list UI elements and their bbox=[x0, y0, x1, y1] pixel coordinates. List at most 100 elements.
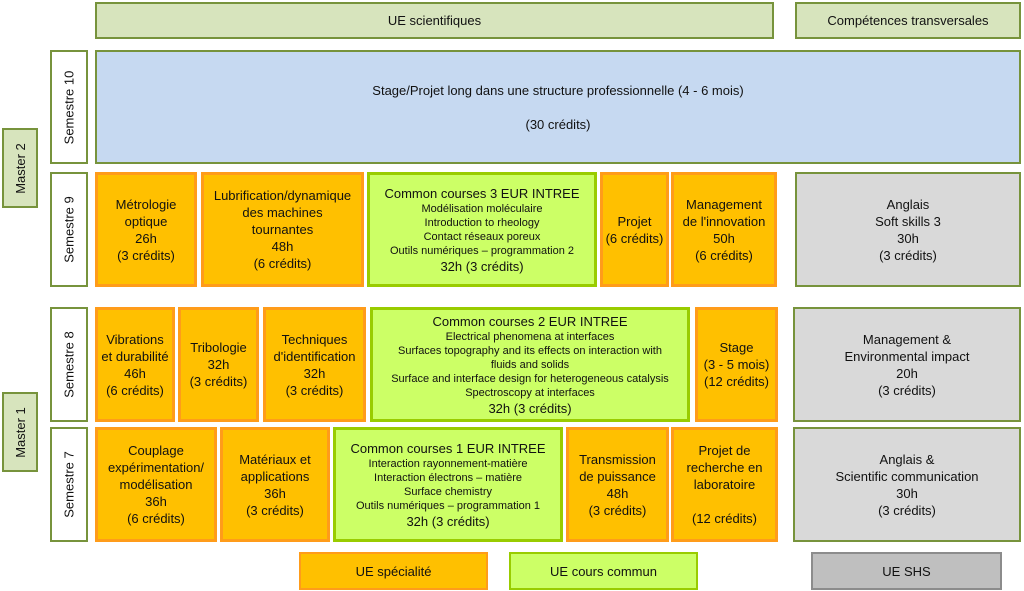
semester-text: Semestre 9 bbox=[61, 196, 77, 263]
legend-label: UE SHS bbox=[882, 563, 931, 579]
legend-ue-cours-commun: UE cours commun bbox=[509, 552, 698, 590]
course-text-line: 48h bbox=[271, 239, 294, 254]
course-text-line: applications bbox=[240, 468, 310, 484]
common-course-title: Common courses 2 EUR INTREE bbox=[432, 313, 628, 329]
course-text-line: Projet bbox=[617, 213, 652, 229]
header-competences-transversales: Compétences transversales bbox=[795, 2, 1021, 39]
course-text-line: (3 crédits) bbox=[189, 374, 248, 389]
course-text-line: Soft skills 3 bbox=[875, 213, 941, 229]
course-text-line: Stage/Projet long dans une structure pro… bbox=[372, 82, 744, 98]
course-text-line: 30h bbox=[896, 485, 918, 501]
semester-7-label: Semestre 7 bbox=[50, 427, 88, 542]
course-text-line: 26h bbox=[135, 230, 157, 246]
course-stage-long: Stage/Projet long dans une structure pro… bbox=[95, 50, 1021, 164]
common-course-hours: 32h (3 crédits) bbox=[406, 513, 490, 529]
course-text-line: 32h bbox=[207, 357, 230, 372]
course-stage-s8: Stage(3 - 5 mois)(12 crédits) bbox=[695, 307, 778, 422]
common-course-item: Interaction électrons – matière bbox=[374, 471, 522, 484]
course-text-line: 46h bbox=[124, 365, 146, 381]
header-ue-scientifiques: UE scientifiques bbox=[95, 2, 774, 39]
course-text-line: Tribologie bbox=[190, 340, 247, 355]
semester-text: Semestre 8 bbox=[61, 331, 77, 398]
legend-ue-specialite: UE spécialité bbox=[299, 552, 488, 590]
course-text-line: Stage bbox=[719, 340, 754, 355]
course-text-line: (6 crédits) bbox=[127, 511, 185, 526]
header-label: Compétences transversales bbox=[827, 13, 989, 28]
course-text-line: Métrologie bbox=[115, 196, 177, 212]
course-text-line: (30 crédits) bbox=[525, 116, 591, 132]
course-text-line: Vibrations bbox=[106, 331, 164, 347]
course-text-line: (6 crédits) bbox=[106, 382, 164, 398]
course-text-line: (6 crédits) bbox=[605, 230, 664, 246]
legend-ue-shs: UE SHS bbox=[811, 552, 1002, 590]
course-text-line: Management bbox=[686, 196, 762, 212]
course-text-line: 36h bbox=[264, 485, 286, 501]
course-text-line: Anglais bbox=[886, 196, 930, 212]
common-course-item: fluids and solids bbox=[490, 358, 570, 371]
course-text-line: 36h bbox=[145, 494, 167, 509]
semester-10-label: Semestre 10 bbox=[50, 50, 88, 164]
master-text: Master 1 bbox=[12, 406, 28, 458]
course-text-line: et durabilité bbox=[101, 348, 169, 364]
header-label: UE scientifiques bbox=[387, 13, 482, 28]
course-text-line: Scientific communication bbox=[835, 468, 979, 484]
course-projet-recherche: Projet de recherche en laboratoire (12 cré… bbox=[671, 427, 778, 542]
course-text-line: (6 crédits) bbox=[695, 247, 753, 263]
course-text-line: de l'innovation bbox=[682, 213, 766, 229]
course-text-line: Lubrification/dynamique bbox=[213, 188, 352, 203]
common-course-item: Outils numériques – programmation 2 bbox=[389, 244, 575, 257]
semester-text: Semestre 7 bbox=[61, 451, 77, 518]
course-text-line: laboratoire bbox=[693, 477, 756, 492]
course-text-line: recherche en bbox=[686, 460, 763, 475]
legend-label: UE spécialité bbox=[355, 563, 432, 579]
course-text-line: (12 crédits) bbox=[691, 511, 758, 526]
course-text-line: Environmental impact bbox=[844, 348, 970, 364]
course-text-line: (3 crédits) bbox=[117, 247, 175, 263]
common-course-item: Surface and interface design for heterog… bbox=[391, 372, 669, 385]
course-text-line: (3 - 5 mois) bbox=[703, 357, 770, 372]
semester-8-label: Semestre 8 bbox=[50, 307, 88, 422]
common-course-item: Outils numériques – programmation 1 bbox=[355, 499, 541, 512]
semester-text: Semestre 10 bbox=[61, 70, 77, 144]
common-course-hours: 32h (3 crédits) bbox=[440, 258, 524, 274]
course-text-line: tournantes bbox=[251, 222, 314, 237]
course-text-line: Transmission bbox=[579, 451, 656, 467]
common-course-item: Surface chemistry bbox=[403, 485, 493, 498]
course-text-line: 20h bbox=[896, 365, 918, 381]
course-text-line: 30h bbox=[897, 230, 919, 246]
legend-label: UE cours commun bbox=[550, 563, 657, 579]
semester-9-label: Semestre 9 bbox=[50, 172, 88, 287]
course-text-line: (6 crédits) bbox=[253, 256, 312, 271]
course-text-line: Techniques bbox=[281, 331, 348, 347]
master-1-label: Master 1 bbox=[2, 392, 38, 472]
course-text-line: de puissance bbox=[579, 468, 656, 484]
course-text-line: Projet de bbox=[698, 443, 751, 458]
course-tribologie: Tribologie 32h (3 crédits) bbox=[178, 307, 259, 422]
course-text-line: (3 crédits) bbox=[878, 502, 936, 518]
common-course-item: Contact réseaux poreux bbox=[423, 230, 541, 243]
course-text-line: des machines bbox=[242, 205, 323, 220]
common-course-item: Spectroscopy at interfaces bbox=[465, 386, 595, 399]
course-text-line: (3 crédits) bbox=[285, 382, 344, 398]
course-text-line: d'identification bbox=[273, 348, 356, 364]
course-text-line: 50h bbox=[713, 230, 735, 246]
course-text-line: 32h bbox=[303, 365, 326, 381]
course-text-line: Matériaux et bbox=[239, 451, 311, 467]
common-course-item: Electrical phenomena at interfaces bbox=[445, 330, 615, 343]
master-text: Master 2 bbox=[12, 142, 28, 194]
course-text-line: (3 crédits) bbox=[878, 382, 936, 398]
course-text-line bbox=[723, 493, 727, 510]
course-text-line: 48h bbox=[606, 485, 629, 501]
course-text-line: expérimentation/ bbox=[107, 460, 205, 475]
